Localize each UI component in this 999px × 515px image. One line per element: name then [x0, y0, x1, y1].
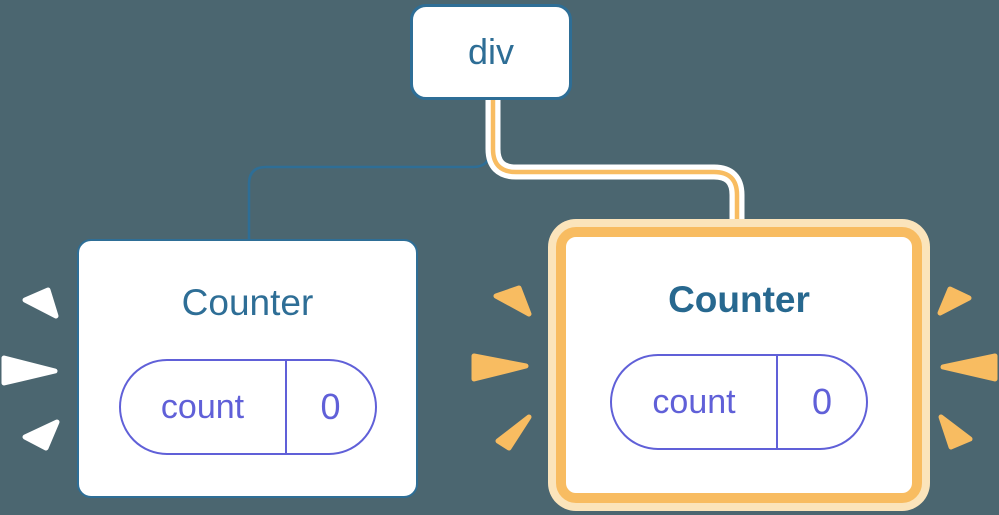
state-key: count	[612, 356, 778, 448]
burst-left-counter	[1, 287, 60, 451]
counter-card-right: Counter count 0	[556, 227, 922, 503]
burst-ray	[22, 419, 60, 451]
state-pill: count 0	[610, 354, 868, 450]
tree-node-div: div	[410, 4, 572, 100]
state-value: 0	[811, 381, 833, 422]
burst-ray	[940, 353, 998, 382]
burst-ray	[493, 285, 532, 317]
counter-card-right-highlight: Counter count 0	[548, 219, 930, 511]
counter-title: Counter	[181, 282, 314, 323]
burst-ray	[495, 414, 532, 451]
state-pill: count 0	[118, 359, 377, 455]
state-key: count	[121, 361, 287, 453]
burst-ray	[471, 353, 529, 382]
burst-right-counter-left	[471, 285, 532, 451]
tree-node-div-label: div	[467, 31, 515, 72]
edge-root-to-left-counter	[247, 95, 492, 245]
counter-card-left: Counter count 0	[77, 239, 418, 498]
state-value: 0	[320, 386, 341, 427]
counter-title: Counter	[668, 279, 810, 320]
burst-ray	[937, 286, 972, 316]
burst-ray	[1, 355, 58, 386]
burst-ray	[938, 414, 973, 450]
edge-root-to-right-counter	[490, 95, 740, 240]
burst-ray	[22, 287, 59, 319]
burst-right-counter-right	[937, 286, 998, 450]
